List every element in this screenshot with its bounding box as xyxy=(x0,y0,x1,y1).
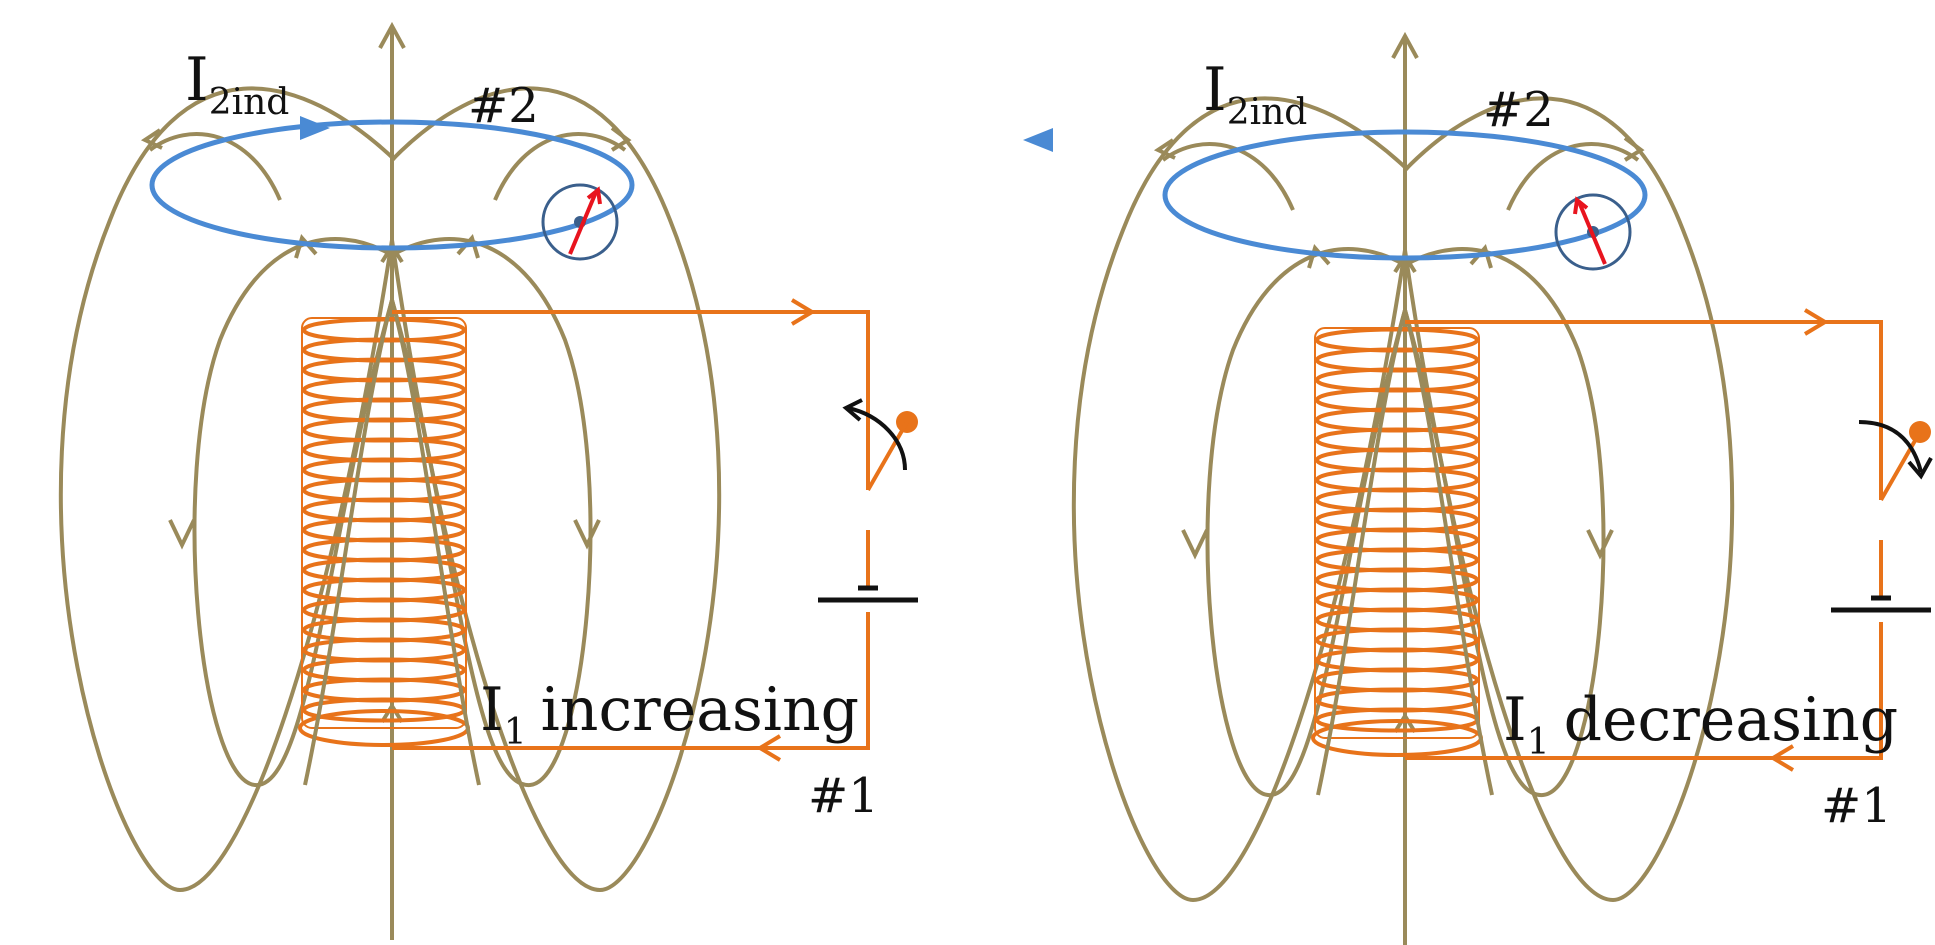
switch-motion-arrowhead-increasing xyxy=(842,398,863,422)
circuit-number: #1 xyxy=(808,768,879,824)
loop-current-label: I2ind xyxy=(185,45,289,123)
wire-arrow-bottom-decreasing xyxy=(1769,744,1795,772)
loop-arrow-decreasing xyxy=(1023,128,1053,152)
needle-tip-increasing xyxy=(586,186,602,205)
wire-arrow-top-increasing xyxy=(790,298,816,326)
circuit-number: #1 xyxy=(1821,778,1892,834)
switch-blade-increasing xyxy=(866,421,909,491)
switch-motion-arrow-increasing xyxy=(847,406,907,471)
wire-arrow-bottom-increasing xyxy=(756,734,782,762)
wire-arrow-top-decreasing xyxy=(1803,308,1829,336)
switch-motion-arrow-decreasing xyxy=(1858,420,1923,473)
loop-number: #2 xyxy=(1483,82,1554,138)
needle-tip-decreasing xyxy=(1573,196,1589,215)
switch-motion-arrowhead-decreasing xyxy=(1907,457,1933,480)
galvanometer-needle-increasing xyxy=(568,191,598,255)
loop-number: #2 xyxy=(468,78,539,134)
switch-blade-decreasing xyxy=(1879,431,1922,501)
loop-arrow-increasing xyxy=(300,116,330,140)
loop-current-label: I2ind xyxy=(1203,55,1307,133)
galvanometer-needle-decreasing xyxy=(1577,201,1607,265)
